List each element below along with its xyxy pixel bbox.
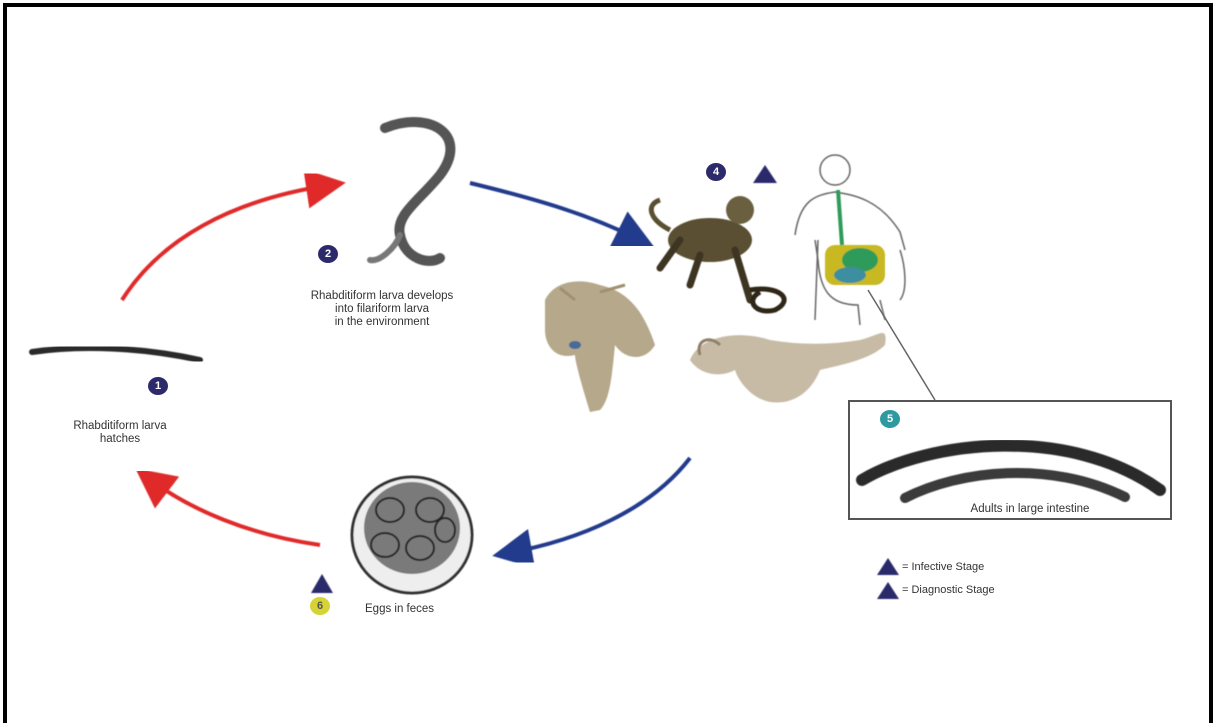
adults-panel bbox=[848, 400, 1172, 520]
legend-infective-triangle-icon bbox=[877, 558, 899, 575]
label-stage-6: Eggs in feces bbox=[365, 603, 465, 616]
legend-diagnostic-text: = Diagnostic Stage bbox=[902, 584, 995, 596]
label-stage-5: Adults in large intestine bbox=[910, 503, 1150, 516]
label-stage-1: Rhabditiform larva hatches bbox=[40, 420, 200, 446]
legend-diagnostic: = Diagnostic Stage bbox=[902, 584, 995, 596]
infective-stage-marker-icon bbox=[753, 165, 777, 183]
label-stage-2: Rhabditiform larva develops into filarif… bbox=[262, 290, 502, 329]
diagnostic-stage-marker-icon bbox=[311, 574, 333, 593]
legend-infective-text: = Infective Stage bbox=[902, 561, 984, 573]
legend-diagnostic-triangle-icon bbox=[877, 582, 899, 599]
legend-infective: = Infective Stage bbox=[902, 561, 984, 573]
